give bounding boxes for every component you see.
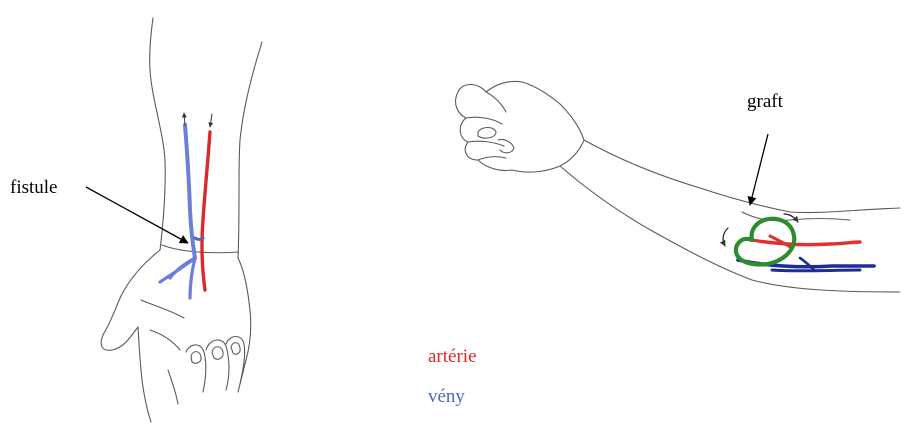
forearm-lower-edge: [560, 166, 900, 292]
vein-forearm: [185, 125, 195, 258]
legend-vein: vény: [428, 387, 465, 406]
vein-branch-2: [190, 258, 195, 298]
fistule-label: fistule: [10, 178, 58, 197]
finger-nail-2: [212, 347, 223, 359]
graft-label: graft: [747, 92, 783, 111]
fistula-anastomosis: [195, 238, 203, 240]
graft-flow-arrow-left: [723, 228, 728, 246]
artery-forearm: [202, 132, 210, 290]
fist-knuckle: [498, 139, 514, 152]
fistule-pointer-arrow: [86, 187, 188, 243]
finger-outline-2: [206, 340, 229, 390]
forearm-outline-left: [150, 18, 166, 250]
artery-arm: [752, 240, 860, 245]
legend-artery: artérie: [428, 347, 477, 366]
vein-arm-2: [772, 270, 860, 271]
finger-nail-1: [191, 352, 201, 364]
forearm-outline-right: [238, 42, 262, 258]
right-vessels: [723, 214, 874, 271]
palm-crease: [141, 300, 184, 404]
fist-outline: [456, 81, 584, 172]
wrist-crease: [162, 245, 238, 253]
arm-fist-illustration: [456, 81, 900, 292]
artery-flow-arrow: [210, 114, 212, 127]
forearm-upper-edge: [584, 140, 900, 213]
graft-pointer-arrow: [750, 134, 768, 205]
fist-nail: [478, 128, 496, 139]
left-vessels: [160, 113, 212, 298]
forearm-hand-illustration: [101, 18, 262, 422]
finger-nail-3: [231, 343, 240, 355]
